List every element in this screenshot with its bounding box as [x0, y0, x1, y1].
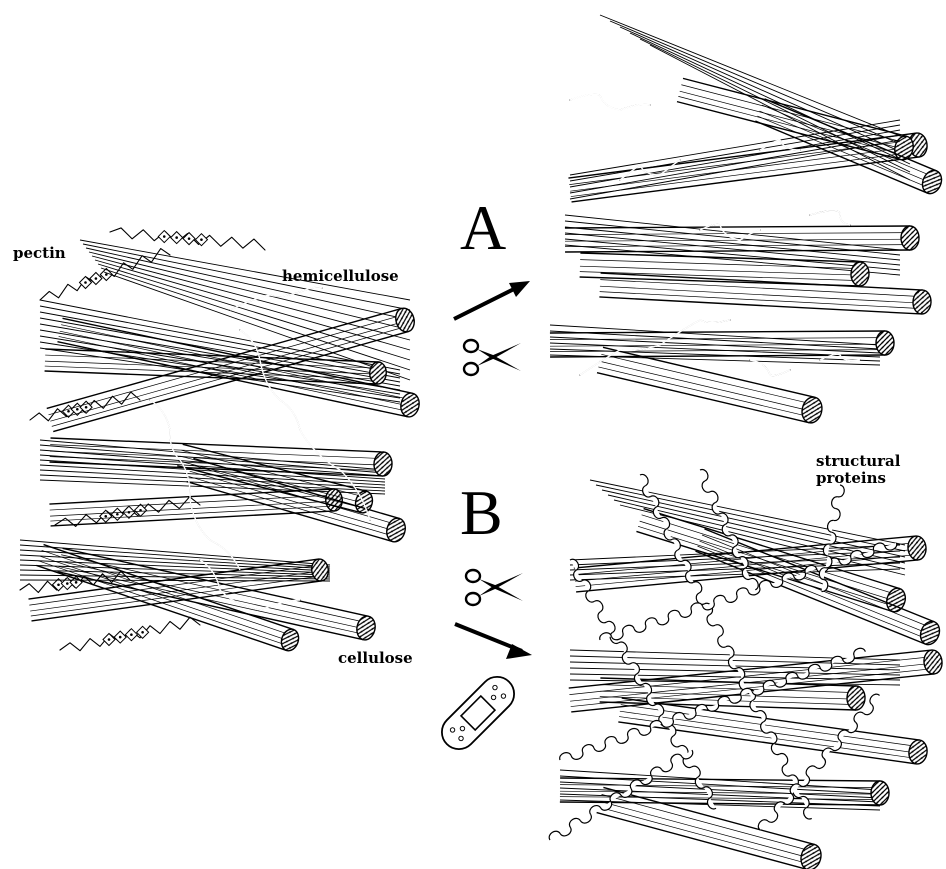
fibril-strand [570, 135, 900, 193]
cellulose-microfibril [597, 347, 824, 425]
pectin-chain [60, 617, 200, 651]
scissors-icon [464, 340, 521, 375]
fibril-strand [590, 480, 905, 545]
structural-proteins-line1: structural [816, 453, 900, 470]
hemicellulose-label: hemicellulose [282, 268, 399, 285]
cellulose-microfibril [618, 698, 928, 765]
cellulose-microfibril [574, 535, 927, 592]
structural-protein [700, 470, 758, 590]
pectin-label: pectin [13, 245, 66, 262]
structural-protein [819, 485, 844, 591]
panel-label-a: A [460, 196, 506, 260]
structural-protein [570, 559, 716, 809]
cellulose-microfibril [550, 331, 894, 357]
intact-cell-wall [20, 228, 421, 653]
fibril-strand [550, 325, 880, 345]
bandage-icon [435, 670, 521, 756]
scissors-icon [466, 570, 523, 605]
cellulose-microfibril [47, 306, 417, 432]
structural-proteins-line2: proteins [816, 470, 900, 487]
reinforced-cell-wall [549, 470, 943, 869]
pectin-chain [110, 228, 265, 250]
hemicellulose-strand [570, 94, 650, 110]
loosened-cell-wall [550, 15, 945, 425]
cellulose-microfibril [636, 509, 908, 615]
hemicellulose-strand [810, 211, 850, 225]
arrow-icon [455, 624, 532, 659]
fibril-strand [620, 27, 910, 156]
fibril-strand [570, 125, 900, 181]
arrow-icon [454, 281, 530, 319]
fibril-strand [550, 331, 880, 349]
panel-label-b: B [460, 481, 503, 545]
cellulose-label: cellulose [338, 650, 413, 667]
structural-proteins-label: structural proteins [816, 453, 900, 487]
fibril-strand [610, 21, 910, 148]
